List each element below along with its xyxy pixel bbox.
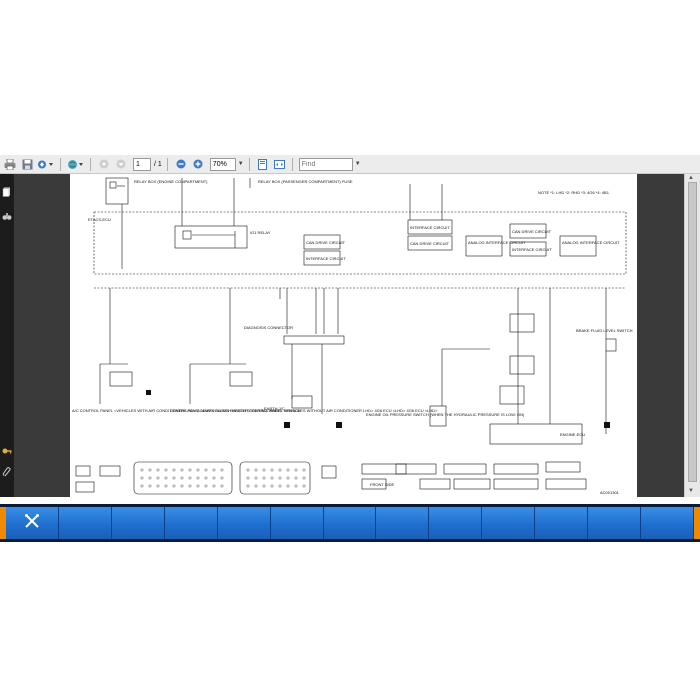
toolbar-separator	[60, 157, 61, 171]
launcher-accent-left	[0, 507, 6, 539]
launcher-slot-11[interactable]	[535, 507, 589, 539]
find-dropdown-arrow[interactable]: ▼	[354, 161, 361, 167]
launcher-tools-button[interactable]	[6, 507, 59, 539]
viewer-toolbar: / 1 ▼ ▼	[0, 155, 700, 174]
launcher-slot-7[interactable]	[323, 507, 377, 539]
globe-icon[interactable]	[67, 158, 85, 171]
note-label: NOTE *1: LHD *2: RHD *3: 4G6 *4: 4B1	[538, 190, 610, 195]
disk-icon[interactable]	[20, 158, 34, 171]
launcher-accent-right	[694, 507, 700, 539]
vertical-scrollbar[interactable]: ▲ ▼	[684, 174, 700, 497]
launcher-slot-6[interactable]	[270, 507, 324, 539]
key-icon[interactable]	[2, 444, 12, 454]
toolbar-separator	[90, 157, 91, 171]
launcher-slot-3[interactable]	[111, 507, 165, 539]
plus-icon[interactable]	[191, 158, 205, 171]
zoom-input[interactable]	[209, 157, 236, 171]
engine-ecu-label: ENGINE-ECU	[560, 432, 585, 437]
toolbar-separator	[166, 157, 168, 171]
arrow-up-icon[interactable]	[97, 158, 111, 171]
launcher-slot-5[interactable]	[217, 507, 271, 539]
interface-circuit-label-2: INTERFACE CIRCUIT	[410, 225, 450, 230]
relay-box-passenger-label: RELAY BOX (PASSENGER COMPARTMENT) FUSE	[258, 179, 353, 184]
interface-circuit-label-3: INTERFACE CIRCUIT	[512, 247, 552, 252]
launcher-slot-13[interactable]	[641, 507, 694, 539]
find-input[interactable]	[298, 157, 353, 171]
ig1-relay-label: IG1 RELAY	[250, 230, 271, 235]
can-drive-circuit-label-1: CAN DRIVE CIRCUIT	[306, 240, 346, 245]
analog-interface-label-1: ANALOG INTERFACE CIRCUIT	[468, 240, 526, 245]
tool-icon[interactable]	[37, 158, 55, 171]
oil-pressure-switch-label: ENGINE OIL PRESSURE SWITCH (WHEN THE HYD…	[366, 412, 525, 417]
scroll-up-arrow[interactable]: ▲	[688, 175, 694, 181]
arrow-down-icon[interactable]	[114, 158, 128, 171]
paperclip-icon[interactable]	[2, 464, 12, 477]
page-number-input[interactable]	[133, 157, 151, 171]
etacs-label: ETACS-ECU	[88, 217, 111, 222]
launcher-slot-10[interactable]	[482, 507, 536, 539]
relay-box-engine-label: RELAY BOX (ENGINE COMPARTMENT)	[134, 179, 208, 184]
centre-panel-label: CENTRE PANEL UNIT COLUMN SWITCH STEERING…	[170, 408, 301, 413]
can-drive-circuit-label-2: CAN DRIVE CIRCUIT	[410, 241, 450, 246]
fit-width-icon[interactable]	[273, 158, 287, 171]
toolbar-separator	[248, 157, 250, 171]
launcher-slot-2[interactable]	[58, 507, 112, 539]
navigation-pane	[0, 174, 14, 497]
launcher-slot-8[interactable]	[376, 507, 430, 539]
zoom-dropdown-arrow[interactable]: ▼	[237, 161, 244, 167]
brake-fluid-switch-label: BRAKE FLUID LEVEL SWITCH	[576, 328, 633, 333]
binoculars-icon[interactable]	[2, 208, 12, 220]
launcher-slot-12[interactable]	[588, 507, 642, 539]
document-background-right	[637, 174, 684, 497]
wiring-diagram: RELAY BOX (ENGINE COMPARTMENT) RELAY BOX…	[72, 177, 633, 495]
scroll-down-arrow[interactable]: ▼	[688, 488, 694, 494]
front-side-label: FRONT SIDE	[370, 482, 394, 487]
pdf-viewer-window: / 1 ▼ ▼	[0, 155, 700, 542]
earth-jc-label: EARTH J/C	[264, 406, 285, 411]
diagnosis-connector-label: DIAGNOSIS CONNECTOR	[244, 325, 293, 330]
can-drive-circuit-label-3: CAN DRIVE CIRCUIT	[512, 229, 552, 234]
launcher-slot-4[interactable]	[164, 507, 218, 539]
pages-icon[interactable]	[2, 184, 12, 197]
document-id-label: AC001301	[600, 490, 620, 495]
toolbar-separator	[291, 157, 293, 171]
document-background-left	[14, 174, 70, 497]
ac-control-panel-label: A/C CONTROL PANEL <VEHICLES WITH AIR CON…	[72, 408, 438, 413]
crossed-tools-icon	[24, 513, 40, 534]
document-page: RELAY BOX (ENGINE COMPARTMENT) RELAY BOX…	[70, 174, 637, 497]
page-total-label: / 1	[154, 160, 162, 168]
minus-icon[interactable]	[174, 158, 188, 171]
launcher-strip	[6, 507, 694, 539]
printer-icon[interactable]	[3, 158, 17, 171]
bottom-launcher-bar	[0, 504, 700, 542]
analog-interface-label-2: ANALOG INTERFACE CIRCUIT	[562, 240, 620, 245]
scrollbar-thumb[interactable]	[688, 182, 697, 482]
launcher-slot-9[interactable]	[429, 507, 483, 539]
fit-page-icon[interactable]	[256, 158, 270, 171]
interface-circuit-label-1: INTERFACE CIRCUIT	[306, 256, 346, 261]
